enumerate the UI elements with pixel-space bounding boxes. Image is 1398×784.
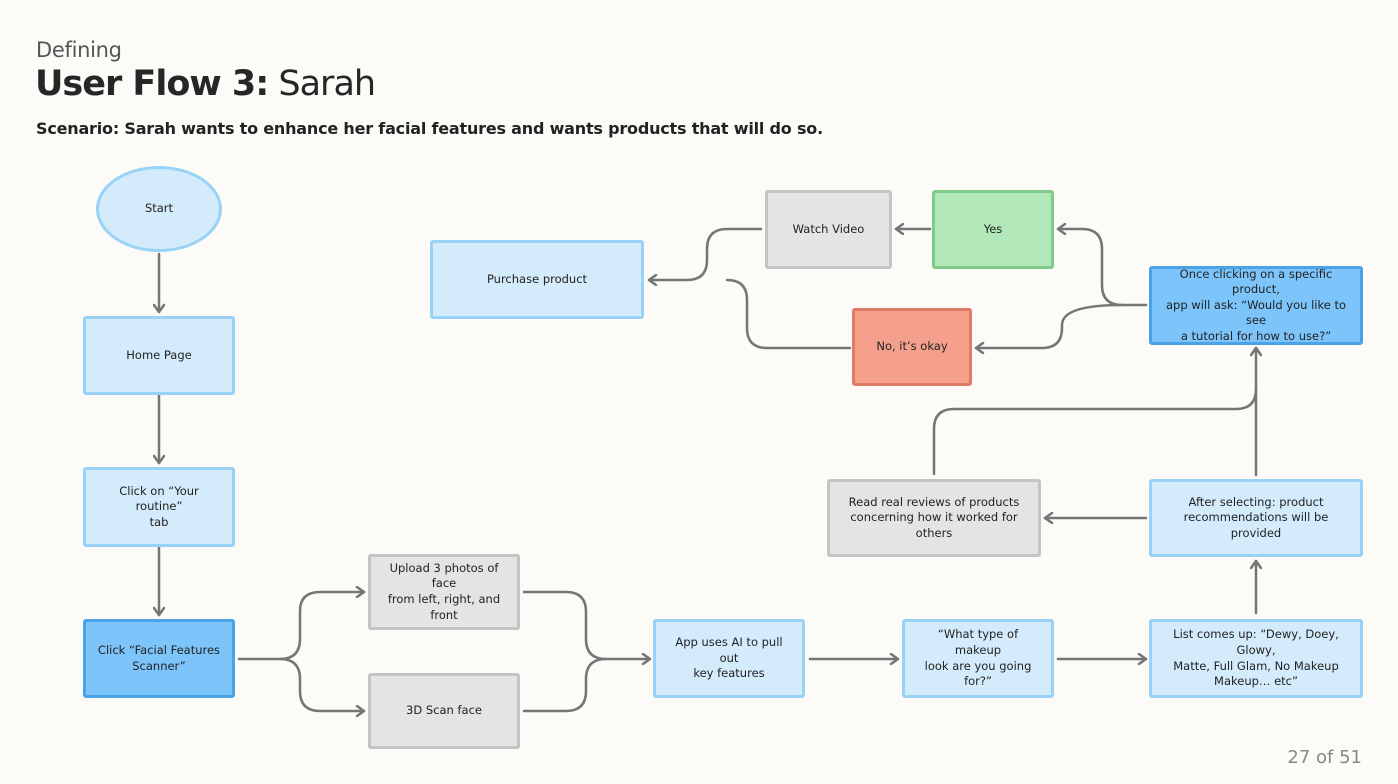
arrow-video-purchase xyxy=(647,227,763,280)
ai-features-node: App uses AI to pull out key features xyxy=(653,619,805,698)
reviews-node: Read real reviews of products concerning… xyxy=(827,479,1041,557)
recommendations-node: After selecting: product recommendations… xyxy=(1149,479,1363,557)
no-node: No, it’s okay xyxy=(852,308,972,386)
section-label: Defining xyxy=(36,38,122,62)
home-page-node: Home Page xyxy=(83,316,235,395)
purchase-product-node: Purchase product xyxy=(430,240,644,319)
start-node: Start xyxy=(96,166,222,252)
yes-label: Yes xyxy=(983,221,1003,236)
upload-photos-label: Upload 3 photos of face from left, right… xyxy=(387,560,501,622)
tutorial-question-label: Once clicking on a specific product, app… xyxy=(1165,266,1346,343)
tutorial-question-node: Once clicking on a specific product, app… xyxy=(1149,266,1363,345)
start-label: Start xyxy=(144,201,174,216)
purchase-product-label: Purchase product xyxy=(486,271,588,286)
arrow-scanner-upload xyxy=(237,592,366,661)
watch-video-node: Watch Video xyxy=(765,190,892,269)
watch-video-label: Watch Video xyxy=(792,221,865,236)
arrow-scanner-3dscan xyxy=(278,657,366,711)
reviews-label: Read real reviews of products concerning… xyxy=(848,494,1020,540)
title-bold: User Flow 3: xyxy=(35,64,269,104)
arrow-upload-ai xyxy=(522,590,652,659)
your-routine-node: Click on “Your routine” tab xyxy=(83,467,235,547)
arrow-no-purchase xyxy=(725,278,852,350)
makeup-question-node: “What type of makeup look are you going … xyxy=(902,619,1054,698)
scan-3d-node: 3D Scan face xyxy=(368,673,520,749)
ai-features-label: App uses AI to pull out key features xyxy=(675,635,783,681)
arrow-3dscan-ai xyxy=(522,657,608,713)
no-label: No, it’s okay xyxy=(876,339,948,354)
makeup-question-label: “What type of makeup look are you going … xyxy=(924,627,1032,689)
scenario-text: Scenario: Sarah wants to enhance her fac… xyxy=(36,119,823,138)
page-number: 27 of 51 xyxy=(1287,747,1362,768)
facial-features-scanner-label: Click “Facial Features Scanner” xyxy=(97,642,221,673)
look-list-label: List comes up: “Dewy, Doey, Glowy, Matte… xyxy=(1173,627,1339,689)
arrow-tutorial-yes xyxy=(1056,229,1148,307)
arrow-reviews-tutorial xyxy=(932,387,1258,476)
facial-features-scanner-node: Click “Facial Features Scanner” xyxy=(83,619,235,698)
your-routine-label: Click on “Your routine” tab xyxy=(119,483,199,529)
recommendations-label: After selecting: product recommendations… xyxy=(1183,494,1329,540)
home-page-label: Home Page xyxy=(126,347,192,362)
page-title: User Flow 3: Sarah xyxy=(35,64,376,104)
title-name: Sarah xyxy=(268,64,376,104)
yes-node: Yes xyxy=(932,190,1054,269)
arrow-tutorial-no xyxy=(974,303,1124,348)
scan-3d-label: 3D Scan face xyxy=(406,703,482,718)
look-list-node: List comes up: “Dewy, Doey, Glowy, Matte… xyxy=(1149,619,1363,698)
upload-photos-node: Upload 3 photos of face from left, right… xyxy=(368,554,520,630)
